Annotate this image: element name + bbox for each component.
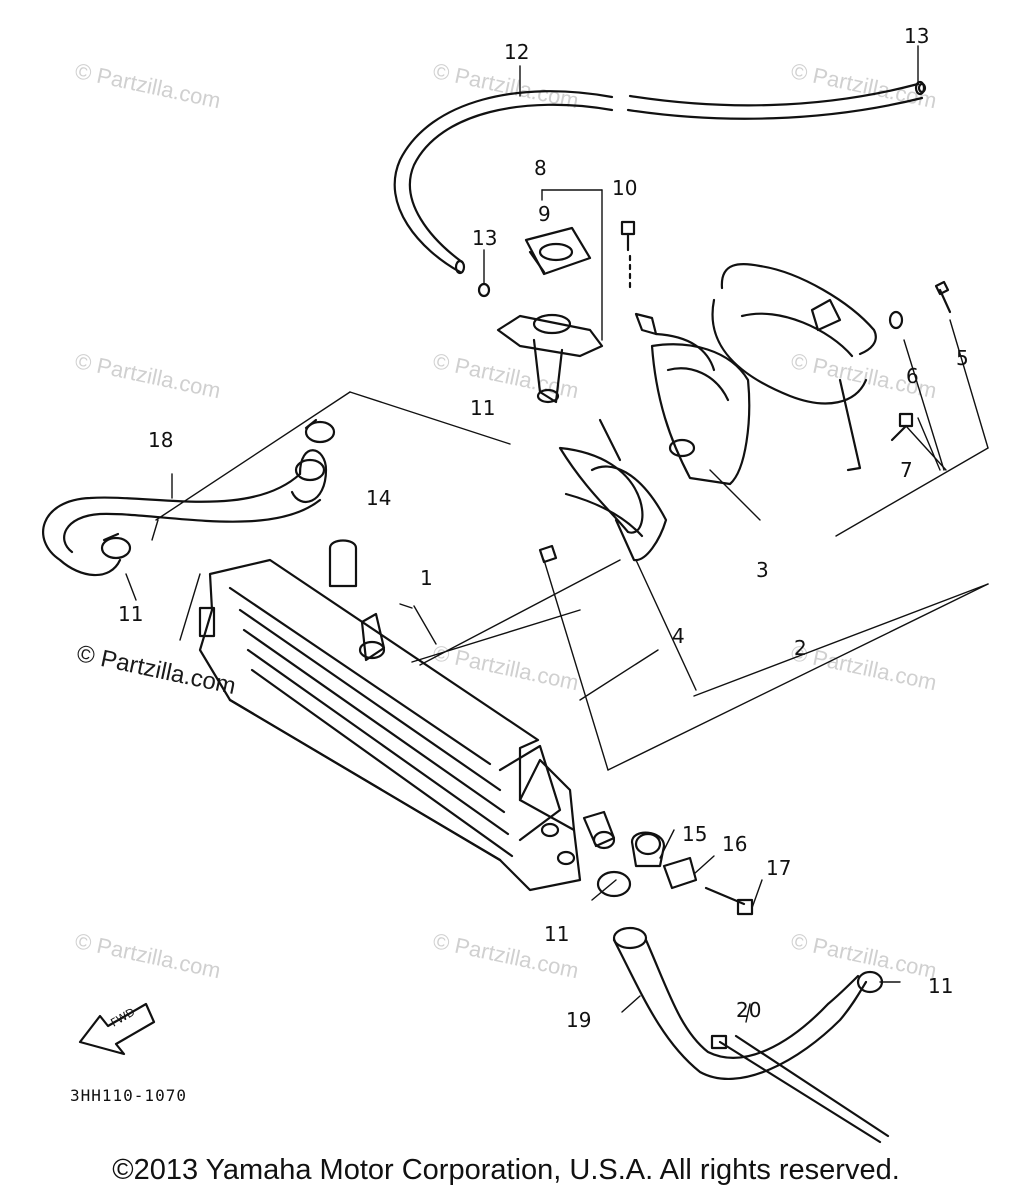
clip-13-top	[914, 80, 926, 96]
radiator-cap	[524, 226, 592, 276]
radiator	[198, 558, 582, 892]
copyright-notice: ©2013 Yamaha Motor Corporation, U.S.A. A…	[112, 1154, 900, 1186]
callout-11: 11	[928, 974, 954, 998]
hose-clamp	[304, 418, 336, 444]
callout-11: 11	[470, 396, 496, 420]
forward-arrow-icon	[78, 1002, 156, 1056]
callout-20: 20	[736, 998, 762, 1022]
clip-13-left	[477, 282, 491, 298]
filler-plug-14	[328, 539, 386, 662]
callout-11: 11	[118, 602, 144, 626]
callout-2: 2	[794, 636, 807, 660]
callout-12: 12	[504, 40, 530, 64]
screw-5	[934, 280, 952, 314]
grommet-15	[630, 831, 666, 868]
callout-8: 8	[534, 156, 547, 180]
breather-hose	[393, 82, 927, 275]
mount-bracket	[582, 810, 616, 850]
callout-15: 15	[682, 822, 708, 846]
callout-5: 5	[956, 346, 969, 370]
radiator-hose-19	[612, 926, 868, 1081]
hose-clamp	[100, 532, 132, 560]
radiator-hose-18	[42, 449, 328, 577]
callout-17: 17	[766, 856, 792, 880]
callout-9: 9	[538, 202, 551, 226]
hose-band	[710, 1034, 890, 1144]
bolt-17	[704, 886, 754, 916]
callout-18: 18	[148, 428, 174, 452]
callout-7: 7	[900, 458, 913, 482]
collar-16	[662, 856, 698, 890]
fan-motor	[634, 312, 751, 486]
callout-19: 19	[566, 1008, 592, 1032]
callout-13: 13	[472, 226, 498, 250]
screw-4	[538, 544, 558, 564]
callout-14: 14	[366, 486, 392, 510]
diagram-code: 3HH110-1070	[70, 1086, 187, 1105]
callout-16: 16	[722, 832, 748, 856]
bolt-10	[620, 220, 636, 292]
fan-shroud	[711, 263, 877, 472]
bolt-7	[890, 412, 914, 442]
callout-3: 3	[756, 558, 769, 582]
callout-4: 4	[672, 624, 685, 648]
hose-clamp	[596, 870, 632, 898]
callout-13: 13	[904, 24, 930, 48]
fan-blade	[558, 418, 668, 562]
filler-neck	[496, 313, 604, 404]
callout-6: 6	[906, 364, 919, 388]
leader-lines	[125, 45, 989, 1023]
callout-11: 11	[544, 922, 570, 946]
callout-10: 10	[612, 176, 638, 200]
grommet-6	[888, 310, 904, 330]
callout-1: 1	[420, 566, 433, 590]
